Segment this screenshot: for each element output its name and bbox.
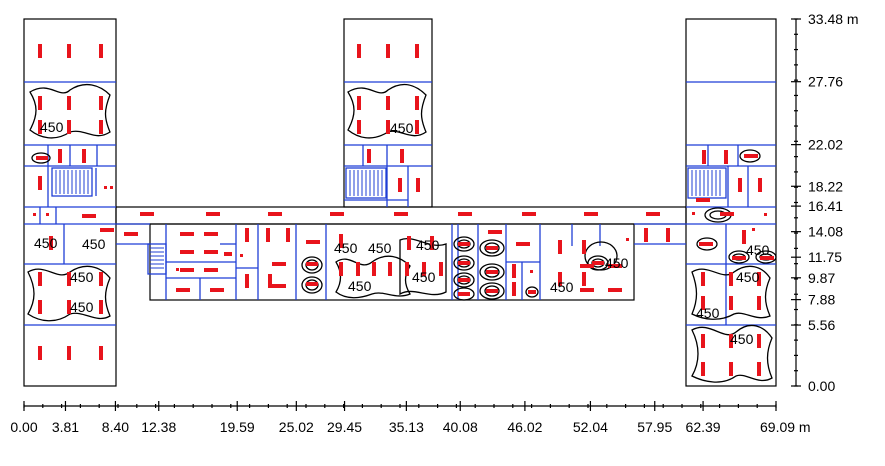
right-wing [685, 18, 777, 387]
y-tick-label: 5.56 [808, 317, 835, 333]
y-tick-label: 11.75 [808, 249, 842, 265]
contour-label: 450 [550, 279, 574, 295]
y-tick-label: 27.76 [808, 74, 843, 90]
contour-label: 450 [40, 119, 64, 135]
contour-label: 450 [730, 331, 754, 347]
contour-label: 450 [416, 237, 440, 253]
y-tick-label: 14.08 [808, 224, 843, 240]
y-tick-label: 0.00 [808, 378, 835, 394]
x-tick-label: 19.59 [220, 419, 255, 435]
contour-label: 450 [736, 269, 760, 285]
y-tick-label: 7.88 [808, 292, 835, 308]
contour-labels: 450 450 450 450 450 450 450 450 450 450 … [34, 119, 770, 347]
x-tick-label: 25.02 [279, 419, 314, 435]
contour-label: 450 [70, 269, 94, 285]
stairs [55, 170, 721, 269]
x-tick-label: 52.04 [573, 419, 608, 435]
contour-label: 450 [605, 255, 629, 271]
contour-label: 450 [412, 269, 436, 285]
y-axis: 33.48 m 27.76 22.02 18.22 16.41 14.08 11.75 9.8… [791, 11, 859, 394]
y-tick-label: 22.02 [808, 137, 843, 153]
x-axis: 0.00 3.81 8.40 12.38 19.59 25.02 29.45 35.13 40.… [10, 401, 811, 435]
luminaires [33, 44, 774, 376]
contour-label: 450 [348, 278, 372, 294]
y-tick-label: 18.22 [808, 178, 843, 194]
y-tick-label: 16.41 [808, 198, 843, 214]
building-outline [23, 18, 777, 387]
contour-label: 450 [82, 236, 106, 252]
x-tick-label: 29.45 [327, 419, 362, 435]
y-tick-label: 33.48 m [808, 11, 859, 27]
left-wing [23, 18, 117, 387]
x-tick-label: 46.02 [507, 419, 542, 435]
y-tick-label: 9.87 [808, 270, 835, 286]
contour-label: 450 [368, 240, 392, 256]
contour-label: 450 [746, 242, 770, 258]
x-tick-label: 40.08 [443, 419, 478, 435]
x-tick-label: 69.09 m [760, 419, 811, 435]
x-tick-label: 35.13 [389, 419, 424, 435]
x-tick-label: 8.40 [102, 419, 129, 435]
x-tick-label: 12.38 [141, 419, 176, 435]
contour-label: 450 [70, 299, 94, 315]
contour-label: 450 [696, 305, 720, 321]
south-block [149, 223, 635, 301]
x-tick-label: 62.39 [686, 419, 721, 435]
contour-label: 450 [334, 240, 358, 256]
x-tick-label: 0.00 [10, 419, 37, 435]
x-tick-label: 57.95 [637, 419, 672, 435]
x-tick-label: 3.81 [52, 419, 79, 435]
contour-label: 450 [34, 235, 58, 251]
contour-label: 450 [390, 120, 414, 136]
